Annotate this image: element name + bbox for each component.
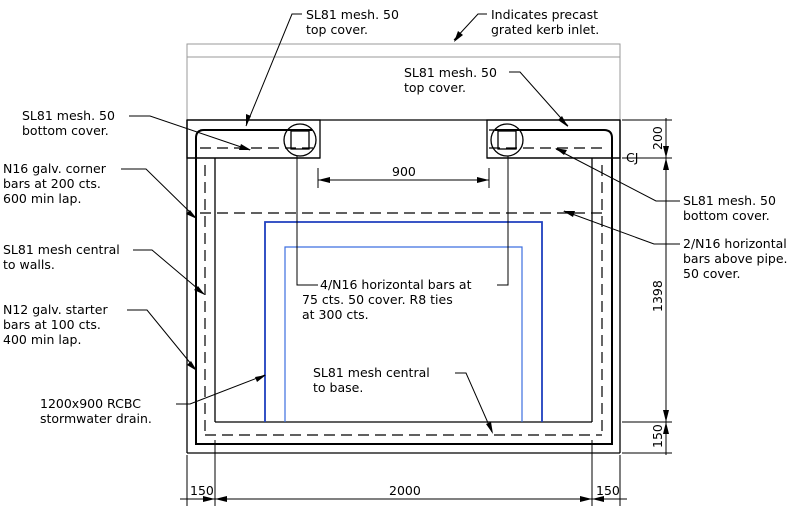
dimension-lines (180, 118, 672, 506)
sl81-bottom-cover-right-label: SL81 mesh. 50 bottom cover. (683, 193, 780, 223)
corner-bars-label: N16 galv. corner bars at 200 cts. 600 mi… (3, 161, 110, 206)
precast-kerb-label: Indicates precast grated kerb inlet. (491, 7, 602, 37)
dim-base-slab: 150 (650, 424, 665, 448)
mesh-central-walls-label: SL81 mesh central to walls. (3, 242, 124, 272)
construction-joint-label: CJ (626, 150, 638, 165)
annotation-labels: SL81 mesh. 50 top cover. Indicates preca… (3, 7, 792, 426)
dim-right-wall: 150 (596, 483, 620, 498)
dim-opening-gap: 900 (392, 164, 416, 179)
leader-lines (121, 13, 680, 434)
dimension-values: 900 200 1398 150 150 2000 150 (190, 126, 665, 498)
rcbc-drain (264, 221, 543, 422)
dim-wall-height: 1398 (650, 280, 665, 312)
reinforcement-mesh (195, 123, 613, 445)
rcbc-drain-label: 1200x900 RCBC stormwater drain. (40, 396, 152, 426)
bars-above-pipe-label: 2/N16 horizontal bars above pipe. 50 cov… (683, 236, 792, 281)
mesh-central-base-label: SL81 mesh central to base. (313, 365, 434, 395)
sl81-top-cover-right-label: SL81 mesh. 50 top cover. (404, 65, 501, 95)
horizontal-bars-label: 4/N16 horizontal bars at 75 cts. 50 cove… (302, 277, 475, 322)
dim-internal-width: 2000 (389, 483, 421, 498)
dim-left-wall: 150 (190, 483, 214, 498)
sl81-top-cover-left-label: SL81 mesh. 50 top cover. (306, 7, 403, 37)
dim-top-slab: 200 (650, 126, 665, 150)
sl81-bottom-cover-left-label: SL81 mesh. 50 bottom cover. (22, 108, 119, 138)
starter-bars-label: N12 galv. starter bars at 100 cts. 400 m… (3, 302, 112, 347)
pit-outline (186, 119, 621, 454)
